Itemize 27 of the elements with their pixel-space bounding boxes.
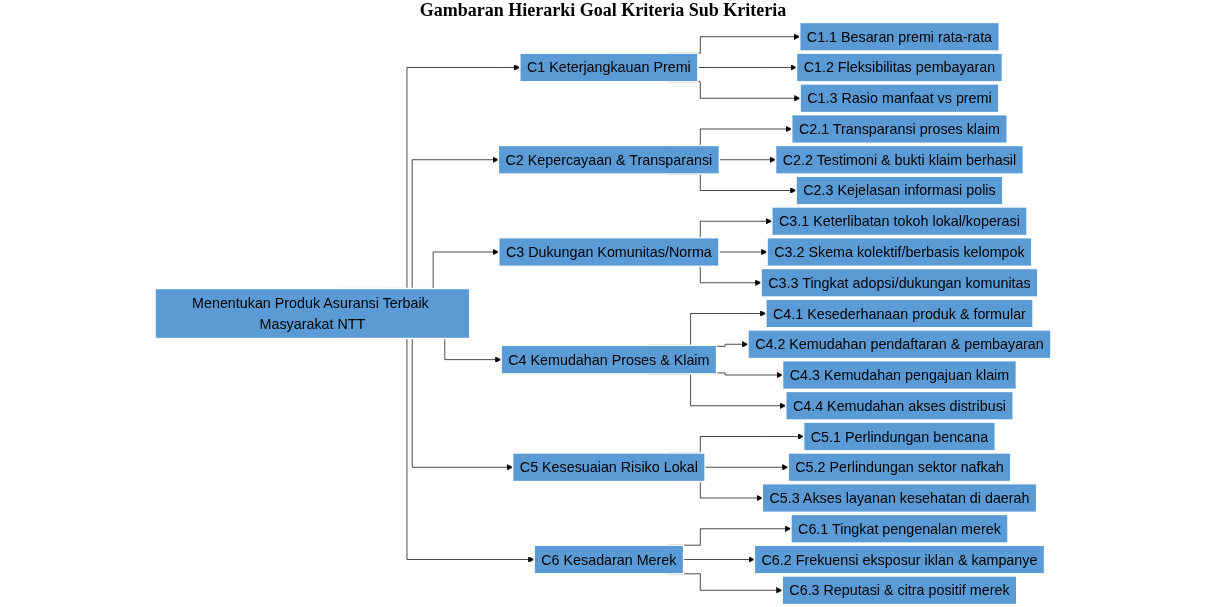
node-box: C1.1 Besaran premi rata-rata (798, 21, 1000, 52)
node-box: C6.2 Frekuensi eksposur iklan & kampanye (753, 544, 1046, 575)
node-box: C1 Keterjangkauan Premi (519, 52, 699, 83)
node-box: C1.3 Rasio manfaat vs premi (799, 83, 1000, 114)
node-box: C5.3 Akses layanan kesehatan di daerah (761, 483, 1038, 514)
node-box: C5.1 Perlindungan bencana (802, 421, 996, 452)
node-box: Menentukan Produk Asuransi Terbaik Masyarakat NTT (154, 287, 471, 340)
diagram-title: Gambaran Hierarki Goal Kriteria Sub Kriteria (418, 0, 788, 21)
node-box: C3.3 Tingkat adopsi/dukungan komunitas (760, 267, 1039, 298)
node-box: C4 Kemudahan Proses & Klaim (500, 344, 718, 375)
node-box: C6.1 Tingkat pengenalan merek (790, 513, 1009, 544)
node-box: C6.3 Reputasi & citra positif merek (781, 575, 1018, 606)
node-box: C3.1 Keterlibatan tokoh lokal/koperasi (771, 206, 1028, 237)
node-box: C6 Kesadaran Merek (533, 544, 685, 575)
node-box: C4.4 Kemudahan akses distribusi (785, 390, 1014, 421)
node-box: C2 Kepercayaan & Transparansi (497, 144, 721, 175)
node-box: C5.2 Perlindungan sektor nafkah (787, 452, 1012, 483)
node-box: C2.1 Transparansi proses klaim (791, 113, 1008, 144)
node-box: C3.2 Skema kolektif/berbasis kelompok (766, 236, 1033, 267)
node-box: C1.2 Fleksibilitas pembayaran (795, 52, 1004, 83)
node-box: C2.2 Testimoni & bukti klaim berhasil (774, 144, 1025, 175)
node-box: C2.3 Kejelasan informasi polis (795, 175, 1004, 206)
node-box: C4.1 Kesederhanaan produk & formular (765, 298, 1034, 329)
node-box: C4.3 Kemudahan pengajuan klaim (781, 360, 1018, 391)
node-box: C4.2 Kemudahan pendaftaran & pembayaran (747, 329, 1052, 360)
node-box: C3 Dukungan Komunitas/Norma (498, 236, 720, 267)
node-box: C5 Kesesuaian Risiko Lokal (511, 452, 706, 483)
